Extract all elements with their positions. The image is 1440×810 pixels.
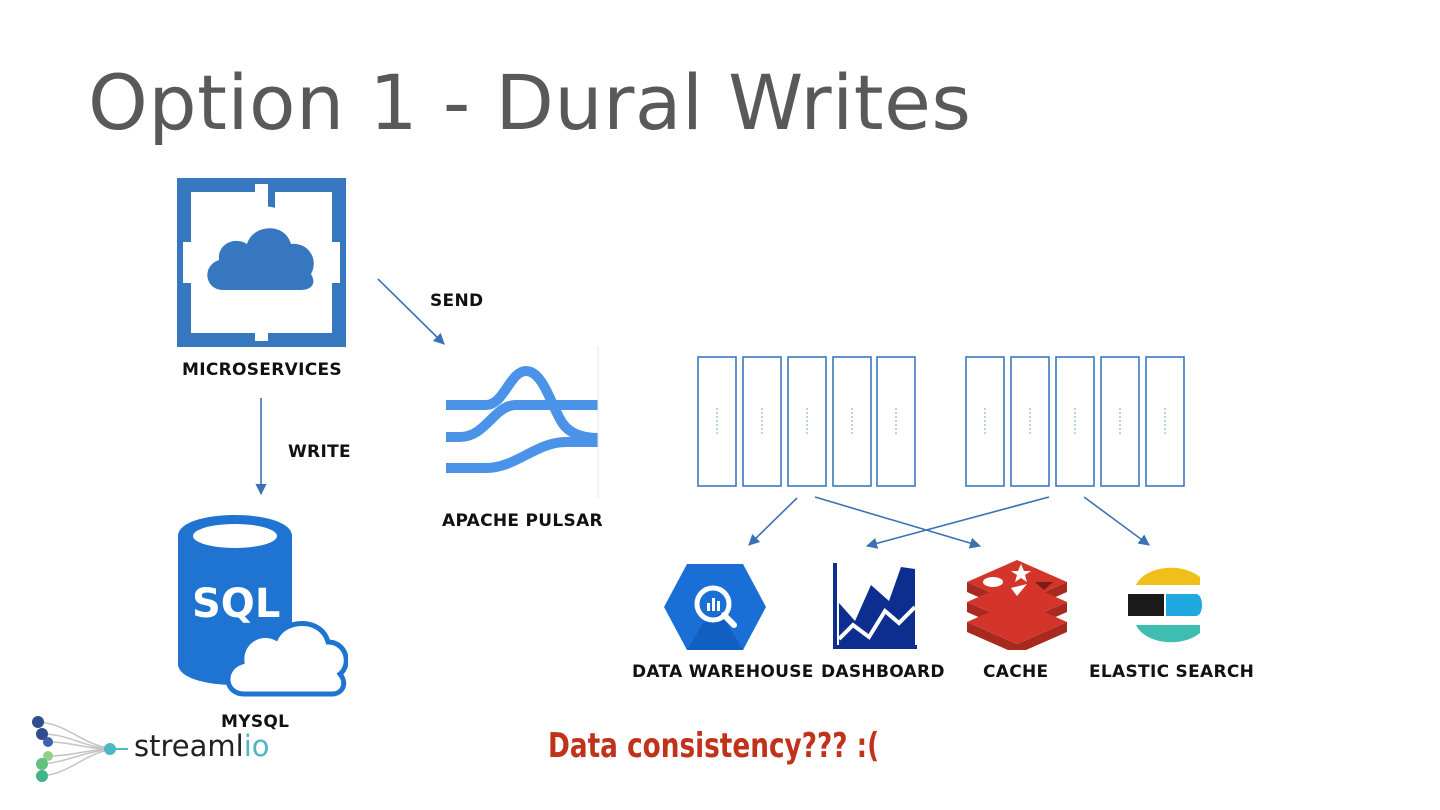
dashboard-label: DASHBOARD — [821, 662, 945, 682]
streamlio-logo-mark — [32, 716, 128, 782]
streamlio-wordmark: streamlio — [134, 729, 270, 763]
sql-database-cloud-icon: SQL — [178, 515, 349, 697]
mysql-label: MYSQL — [221, 712, 290, 732]
cache-node[interactable] — [965, 560, 1069, 654]
microservices-node[interactable] — [177, 178, 346, 351]
azure-service-fabric-icon — [177, 178, 346, 347]
data-warehouse-label: DATA WAREHOUSE — [632, 662, 814, 682]
pulsar-label: APACHE PULSAR — [442, 511, 603, 531]
dashboard-node[interactable] — [831, 563, 919, 655]
arrow-to-elastic-search — [1083, 496, 1150, 546]
mysql-node[interactable]: SQL — [176, 514, 349, 704]
brand-name-accent: io — [243, 729, 270, 763]
send-label: SEND — [430, 291, 484, 311]
elasticsearch-icon — [1128, 567, 1202, 643]
pulsar-node[interactable] — [446, 346, 600, 502]
partition-group-2 — [965, 356, 1189, 492]
arrow-to-cache — [814, 496, 982, 549]
slide-title: Option 1 - Dural Writes — [88, 58, 972, 147]
cache-label: CACHE — [983, 662, 1049, 682]
partitions-group-1-graphic — [697, 356, 916, 487]
elastic-search-label: ELASTIC SEARCH — [1089, 662, 1255, 682]
data-warehouse-node[interactable] — [663, 563, 767, 655]
send-arrow — [377, 278, 445, 345]
arrow-to-data-warehouse — [748, 497, 798, 546]
microservices-label: MICROSERVICES — [182, 360, 342, 380]
partitions-group-2-graphic — [965, 356, 1185, 487]
streamlio-logo — [28, 712, 132, 792]
brand-name-main: streaml — [134, 729, 244, 763]
sql-icon-text: SQL — [192, 581, 280, 627]
area-chart-icon — [833, 563, 917, 649]
arrow-to-dashboard — [865, 496, 1050, 549]
write-label: WRITE — [288, 442, 351, 462]
bigquery-icon — [664, 564, 766, 650]
partition-group-1 — [697, 356, 919, 492]
apache-pulsar-logo — [446, 346, 599, 498]
elastic-search-node[interactable] — [1126, 563, 1204, 651]
data-consistency-warning: Data consistency??? :( — [548, 726, 880, 766]
redis-icon — [967, 560, 1067, 654]
